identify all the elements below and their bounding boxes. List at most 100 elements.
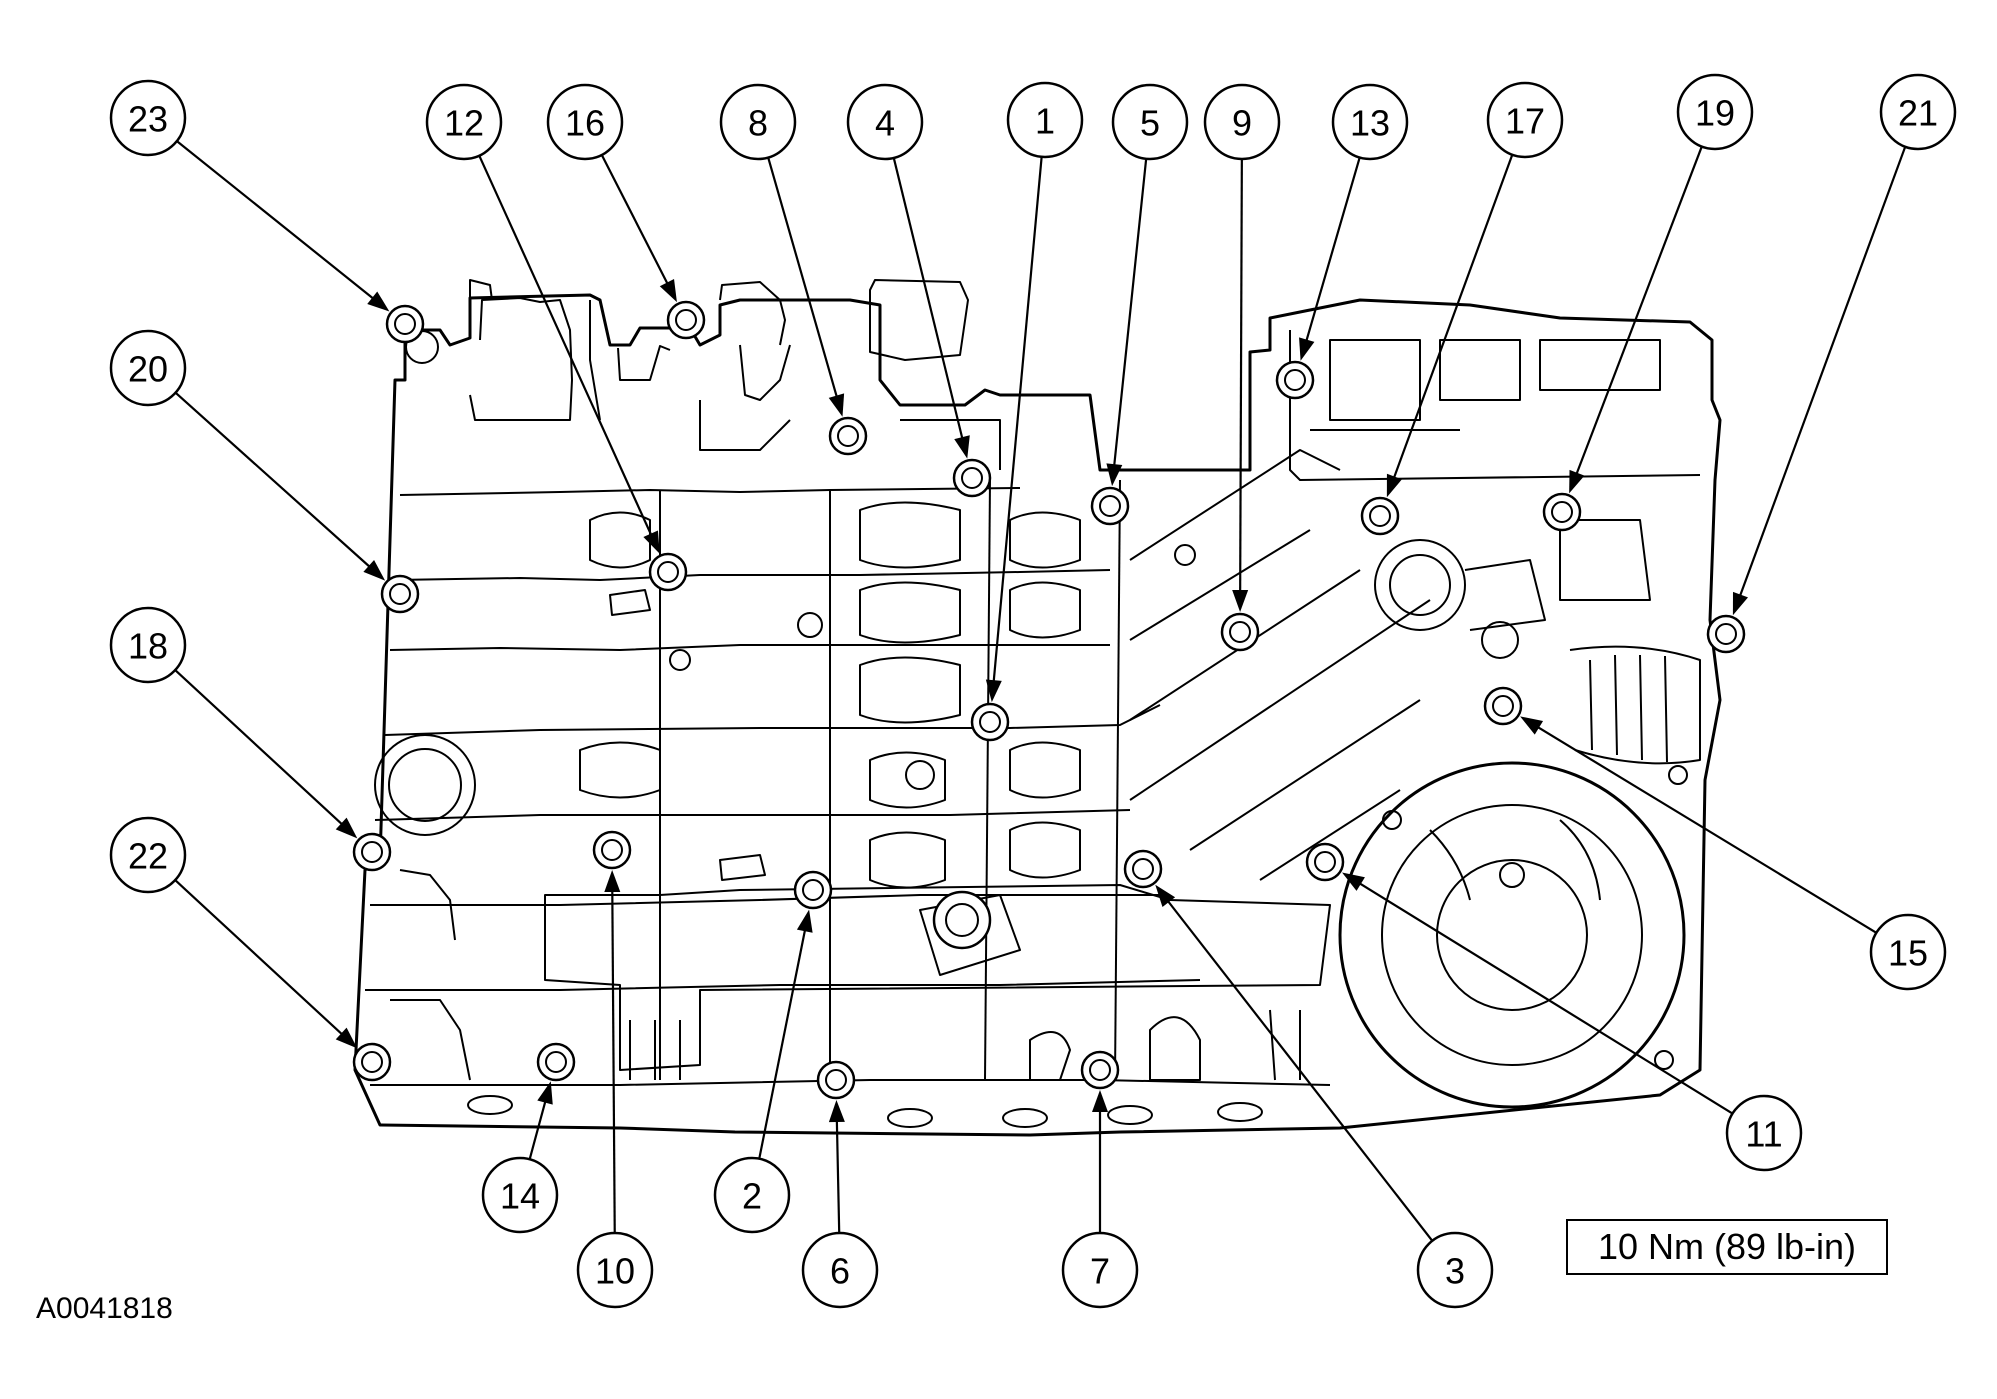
callout-label-14: 14	[500, 1176, 540, 1217]
bolt-19	[1542, 492, 1582, 532]
bolt-22	[352, 1042, 392, 1082]
callout-label-19: 19	[1695, 93, 1735, 134]
arrowhead-2	[796, 909, 813, 933]
callout-label-2: 2	[742, 1176, 762, 1217]
bolt-23	[385, 304, 425, 344]
arrowhead-3	[1155, 884, 1176, 908]
arrowhead-20	[363, 560, 386, 581]
leader-line-6	[835, 1117, 841, 1234]
callout-7: 7	[1061, 1231, 1139, 1309]
bolt-6	[816, 1060, 856, 1100]
valve-body-illustration	[353, 279, 1722, 1137]
leader-line-14	[528, 1098, 548, 1160]
callout-label-5: 5	[1140, 103, 1160, 144]
torque-spec-text: 10 Nm (89 lb-in)	[1597, 1226, 1857, 1267]
leader-line-2	[758, 927, 807, 1159]
bolt-20	[380, 574, 420, 614]
callout-1: 1	[1006, 81, 1084, 159]
bolt-9	[1220, 612, 1260, 652]
arrowhead-5	[1106, 463, 1123, 487]
figure-id-label: A0041818	[36, 1292, 173, 1325]
leader-line-10	[611, 887, 616, 1234]
arrowhead-21	[1732, 591, 1749, 616]
arrowhead-14	[537, 1081, 553, 1105]
callout-8: 8	[719, 83, 797, 161]
leader-line-19	[1574, 146, 1703, 477]
callout-20: 20	[109, 329, 187, 407]
arrowhead-7	[1092, 1090, 1108, 1112]
leader-line-23	[176, 140, 377, 302]
callout-label-23: 23	[128, 99, 168, 140]
callout-label-22: 22	[128, 836, 168, 877]
arrowhead-22	[335, 1027, 358, 1049]
leader-line-8	[767, 157, 839, 400]
leader-line-17	[1392, 154, 1514, 481]
bolt-13	[1275, 360, 1315, 400]
callout-label-12: 12	[444, 103, 484, 144]
callout-9: 9	[1203, 83, 1281, 161]
callout-label-3: 3	[1445, 1251, 1465, 1292]
arrowhead-17	[1386, 473, 1402, 498]
bolt-5	[1090, 486, 1130, 526]
callout-23: 23	[109, 79, 187, 157]
arrowhead-12	[643, 530, 660, 554]
callout-label-6: 6	[830, 1251, 850, 1292]
callout-10: 10	[576, 1231, 654, 1309]
callout-label-11: 11	[1745, 1114, 1782, 1155]
callout-label-13: 13	[1350, 103, 1390, 144]
arrowhead-15	[1520, 716, 1544, 735]
callout-18: 18	[109, 606, 187, 684]
callout-5: 5	[1111, 83, 1189, 161]
leader-line-20	[174, 391, 373, 570]
arrowhead-18	[335, 817, 358, 839]
callout-label-10: 10	[595, 1251, 635, 1292]
arrowhead-11	[1342, 872, 1365, 891]
bolt-2	[793, 870, 833, 910]
callout-label-8: 8	[748, 103, 768, 144]
arrowhead-6	[828, 1099, 845, 1123]
bolt-12	[648, 552, 688, 592]
callout-12: 12	[425, 83, 503, 161]
callout-label-7: 7	[1090, 1251, 1110, 1292]
bolt-17	[1360, 496, 1400, 536]
leader-line-4	[892, 157, 965, 442]
arrowhead-23	[367, 291, 390, 312]
arrowhead-9	[1232, 589, 1249, 613]
callout-label-18: 18	[128, 626, 168, 667]
callout-19: 19	[1676, 73, 1754, 151]
callout-3: 3	[1416, 1231, 1494, 1309]
bolt-3	[1123, 849, 1163, 889]
leader-line-15	[1534, 724, 1877, 934]
arrowhead-1	[985, 679, 1002, 703]
callout-label-9: 9	[1232, 103, 1252, 144]
leader-line-16	[600, 154, 670, 287]
leader-line-12	[478, 155, 654, 538]
callout-16: 16	[546, 83, 624, 161]
bolt-10	[592, 830, 632, 870]
callout-13: 13	[1331, 83, 1409, 161]
callout-label-1: 1	[1035, 101, 1055, 142]
bolt-14	[536, 1042, 576, 1082]
callout-label-15: 15	[1888, 933, 1928, 974]
leader-line-9	[1239, 158, 1243, 595]
leader-line-18	[174, 669, 345, 828]
callout-6: 6	[801, 1231, 879, 1309]
callout-label-21: 21	[1898, 93, 1938, 134]
callout-label-16: 16	[565, 103, 605, 144]
callout-21: 21	[1879, 73, 1957, 151]
arrowhead-13	[1299, 337, 1315, 361]
leader-line-11	[1356, 881, 1734, 1115]
callout-2: 2	[713, 1156, 791, 1234]
callout-11: 11	[1725, 1094, 1803, 1172]
leader-line-21	[1738, 146, 1907, 599]
torque-spec-box: 10 Nm (89 lb-in)	[1566, 1219, 1888, 1275]
bolt-8	[828, 416, 868, 456]
bolt-11	[1305, 842, 1345, 882]
callout-4: 4	[846, 83, 924, 161]
leader-line-22	[174, 879, 345, 1038]
arrowhead-19	[1569, 469, 1585, 494]
bolt-7	[1080, 1050, 1120, 1090]
bolt-18	[352, 832, 392, 872]
